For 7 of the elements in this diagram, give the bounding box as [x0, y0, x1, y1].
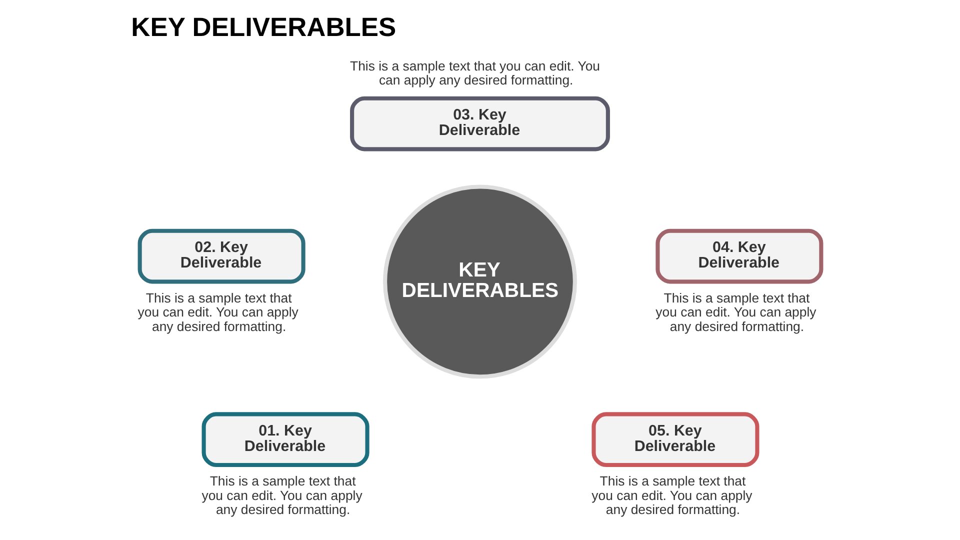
node-label: This is a sample text that you can edit. You can apply any desired formatting. [656, 290, 816, 334]
diagram-title: KEY DELIVERABLES [131, 12, 396, 42]
node-circle: KEY DELIVERABLES [383, 184, 577, 379]
node-label: This is a sample text that you can edit. You can apply any desired formatting. [592, 474, 752, 518]
node-label: This is a sample text that you can edit. You can apply any desired formatting. [350, 58, 600, 88]
node-label: This is a sample text that you can edit. You can apply any desired formatting. [138, 290, 298, 334]
node-label: This is a sample text that you can edit. You can apply any desired formatting. [202, 474, 362, 518]
